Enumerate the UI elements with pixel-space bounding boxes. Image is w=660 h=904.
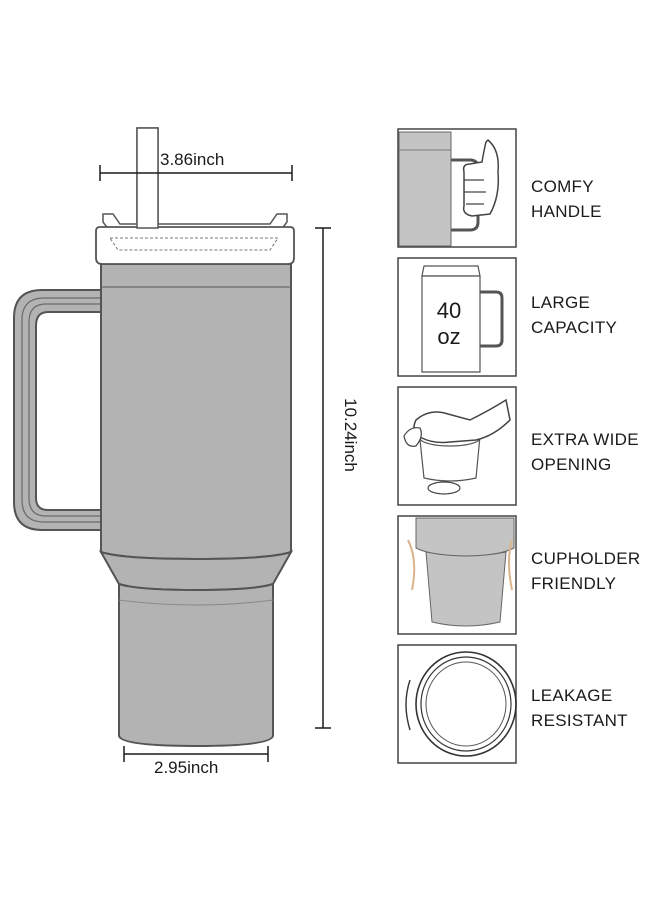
tumbler-illustration	[13, 127, 295, 748]
feature-label-line: RESISTANT	[531, 711, 628, 730]
feature-label-line: CUPHOLDER	[531, 549, 641, 568]
tumbler-upper-body	[100, 263, 292, 561]
feature-label-comfy-handle: COMFY HANDLE	[531, 174, 659, 224]
feature-panel-extra-wide-opening	[397, 386, 517, 506]
height-label: 10.24inch	[341, 398, 360, 472]
feature-label-line: CAPACITY	[531, 318, 618, 337]
height-dimension	[315, 227, 331, 729]
tumbler-capacity-icon	[421, 265, 504, 373]
feature-label-line: HANDLE	[531, 202, 602, 221]
feature-label-large-capacity: LARGE CAPACITY	[531, 290, 659, 340]
capacity-unit: oz	[437, 324, 461, 349]
cupholder-icon	[407, 517, 515, 627]
hand-holding-handle-icon	[398, 131, 500, 247]
tumbler-lower-body	[118, 582, 274, 748]
capacity-number: 40	[436, 298, 462, 323]
feature-panel-comfy-handle	[397, 128, 517, 248]
top-width-dimension	[99, 165, 293, 181]
feature-label-line: LEAKAGE	[531, 686, 613, 705]
feature-label-leakage-resistant: LEAKAGE RESISTANT	[531, 683, 659, 733]
feature-label-line: EXTRA WIDE	[531, 430, 639, 449]
top-width-label: 3.86inch	[160, 150, 225, 169]
feature-label-line: COMFY	[531, 177, 594, 196]
feature-label-extra-wide-opening: EXTRA WIDE OPENING	[531, 427, 659, 477]
hand-in-opening-icon	[403, 398, 511, 495]
feature-label-cupholder-friendly: CUPHOLDER FRIENDLY	[531, 546, 659, 596]
feature-label-line: FRIENDLY	[531, 574, 617, 593]
tumbler-lid	[95, 213, 295, 265]
capacity-badge: 40 oz	[425, 298, 473, 350]
feature-panel-large-capacity	[397, 257, 517, 377]
lid-seal-icon	[405, 651, 517, 757]
feature-label-line: OPENING	[531, 455, 612, 474]
bottom-width-dimension	[123, 746, 269, 762]
feature-panel-cupholder-friendly	[397, 515, 517, 635]
tumbler-handle	[13, 289, 104, 531]
bottom-width-label: 2.95inch	[154, 758, 219, 777]
feature-panel-leakage-resistant	[397, 644, 517, 764]
feature-label-line: LARGE	[531, 293, 591, 312]
